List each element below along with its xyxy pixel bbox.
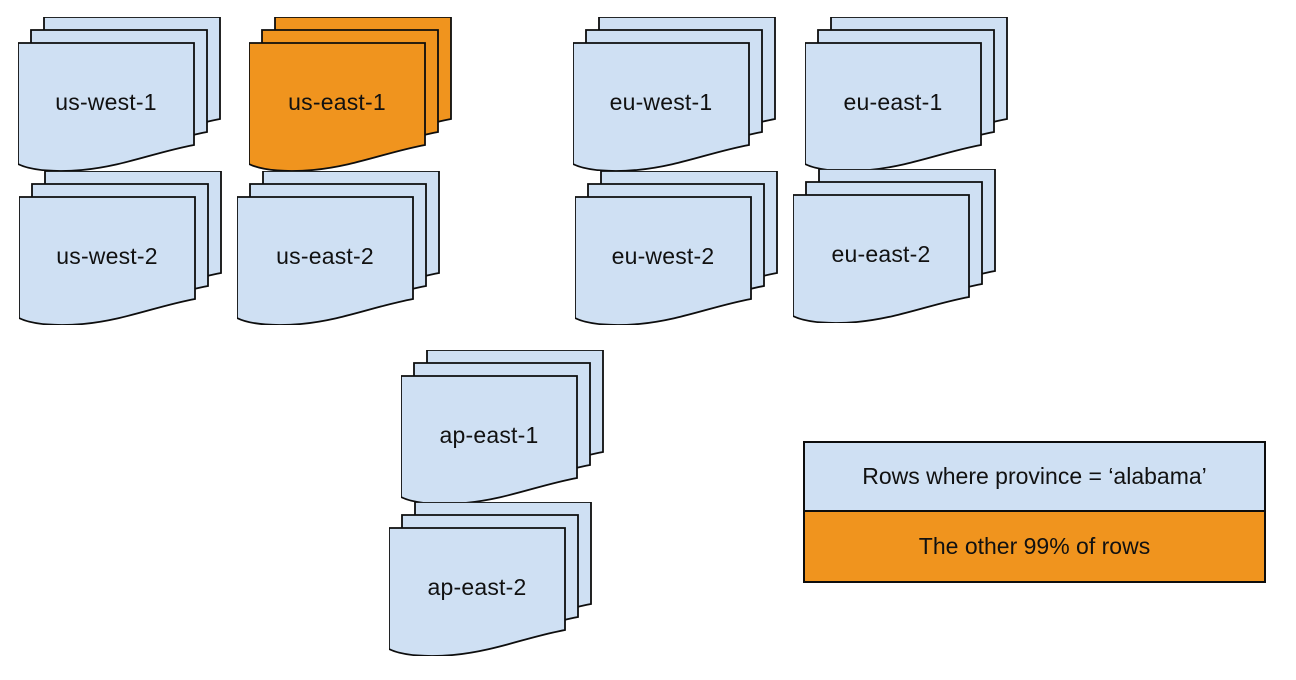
- region-label: us-west-2: [56, 242, 158, 269]
- region-stack-us-east-1: us-east-1: [249, 17, 452, 171]
- legend: Rows where province = ‘alabama’ The othe…: [803, 441, 1266, 583]
- region-label: eu-east-1: [843, 88, 943, 115]
- region-stack-eu-west-2: eu-west-2: [575, 171, 778, 325]
- region-stack-us-west-2: us-west-2: [19, 171, 222, 325]
- legend-item-alabama-rows: Rows where province = ‘alabama’: [805, 443, 1264, 512]
- region-label: eu-west-2: [611, 242, 715, 269]
- region-label: us-west-1: [55, 88, 157, 115]
- region-label: eu-east-2: [831, 240, 931, 267]
- region-stack-us-west-1: us-west-1: [18, 17, 221, 171]
- region-stack-ap-east-1: ap-east-1: [401, 350, 604, 504]
- region-label: us-east-2: [276, 242, 374, 269]
- legend-label: Rows where province = ‘alabama’: [862, 463, 1207, 489]
- legend-label: The other 99% of rows: [918, 533, 1151, 559]
- region-stack-eu-east-2: eu-east-2: [793, 169, 996, 323]
- region-label: eu-west-1: [609, 88, 713, 115]
- region-label: ap-east-1: [439, 421, 539, 448]
- region-label: us-east-1: [288, 88, 386, 115]
- region-stack-eu-west-1: eu-west-1: [573, 17, 776, 171]
- region-stack-us-east-2: us-east-2: [237, 171, 440, 325]
- region-label: ap-east-2: [427, 573, 527, 600]
- legend-item-other-rows: The other 99% of rows: [805, 512, 1264, 581]
- region-stack-ap-east-2: ap-east-2: [389, 502, 592, 656]
- region-stack-eu-east-1: eu-east-1: [805, 17, 1008, 171]
